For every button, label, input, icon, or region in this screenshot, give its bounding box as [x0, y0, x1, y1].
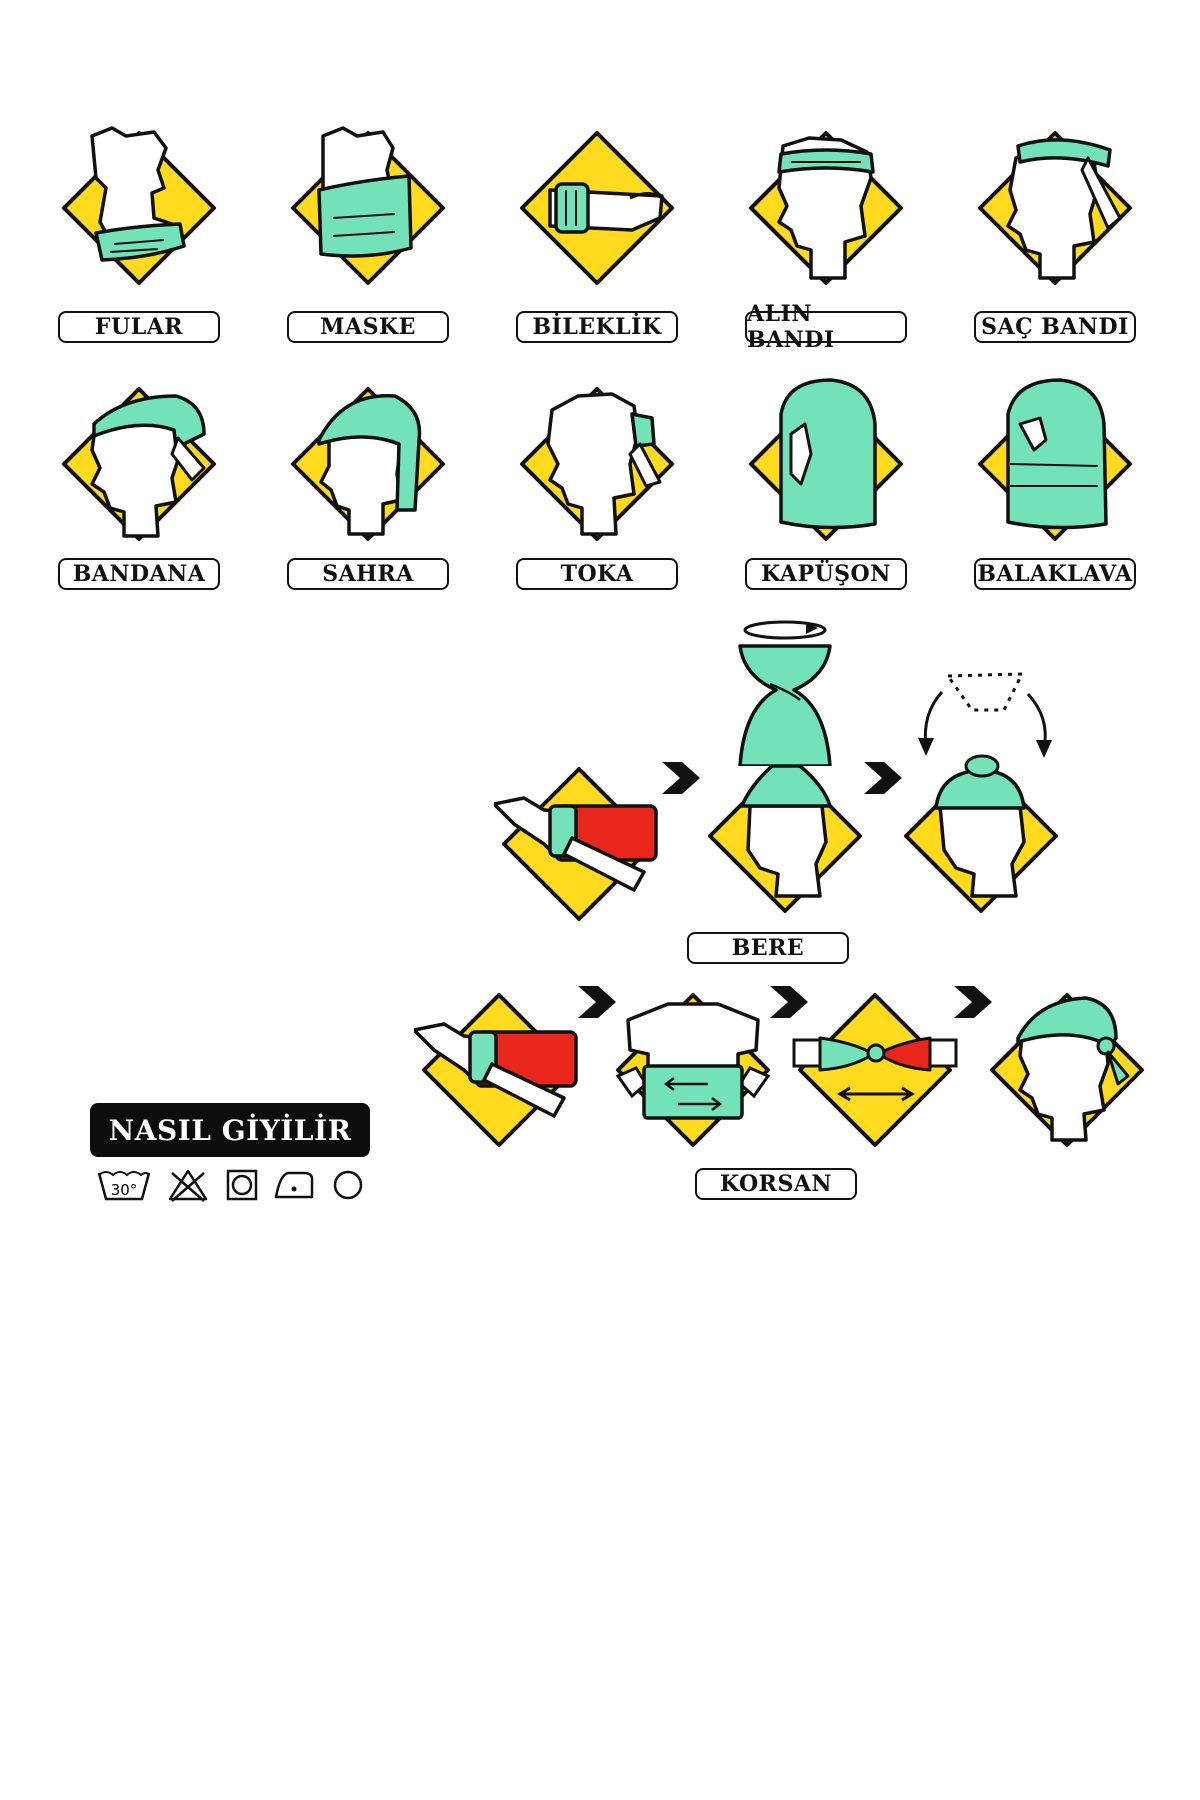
dry-clean-icon — [330, 1167, 366, 1203]
korsan-step-3-knot-icon — [790, 980, 960, 1150]
tumble-dry-icon — [224, 1167, 260, 1203]
sac-bandi-icon — [970, 118, 1140, 288]
bere-step-3-cap-icon — [896, 746, 1066, 916]
kapuson-icon — [741, 374, 911, 544]
style-label-alin-bandi: ALIN BANDI — [745, 301, 907, 353]
arrow-right-icon — [764, 982, 812, 1022]
korsan-label: KORSAN — [695, 1168, 857, 1200]
style-label-toka: TOKA — [516, 558, 678, 590]
bere-step-2-twist-icon — [700, 746, 870, 916]
bere-label: BERE — [687, 932, 849, 964]
style-label-sahra: SAHRA — [287, 558, 449, 590]
style-label-bileklik: BİLEKLİK — [516, 311, 678, 343]
alin-bandi-icon — [741, 118, 911, 288]
maske-icon — [283, 118, 453, 288]
balaklava-icon — [970, 374, 1140, 544]
style-label-bandana: BANDANA — [58, 558, 220, 590]
how-to-wear-title: NASIL GİYİLİR — [90, 1103, 370, 1157]
toka-icon — [512, 374, 682, 544]
style-label-sac-bandi: SAÇ BANDI — [974, 311, 1136, 343]
arrow-right-icon — [948, 982, 996, 1022]
fular-icon — [54, 118, 224, 288]
arrow-right-icon — [656, 758, 704, 798]
korsan-step-2-stretch-icon — [608, 980, 778, 1150]
style-label-fular: FULAR — [58, 311, 220, 343]
style-label-balaklava: BALAKLAVA — [974, 558, 1136, 590]
bandana-icon — [54, 374, 224, 544]
arrow-right-icon — [858, 758, 906, 798]
bileklik-icon — [512, 118, 682, 288]
style-label-kapuson: KAPÜŞON — [745, 558, 907, 590]
wash-30-icon: 30° — [96, 1167, 152, 1203]
arrow-right-icon — [572, 982, 620, 1022]
bere-step-1-fold-icon — [494, 754, 664, 924]
twist-icon — [730, 616, 840, 766]
wash-temp-text: 30° — [111, 1181, 138, 1199]
pull-down-arrows-icon — [912, 664, 1062, 768]
korsan-step-1-fold-icon — [414, 980, 584, 1150]
sahra-icon — [283, 374, 453, 544]
korsan-step-4-pirate-icon — [982, 980, 1152, 1150]
style-label-maske: MASKE — [287, 311, 449, 343]
no-bleach-icon — [166, 1167, 210, 1203]
iron-icon — [272, 1167, 316, 1203]
